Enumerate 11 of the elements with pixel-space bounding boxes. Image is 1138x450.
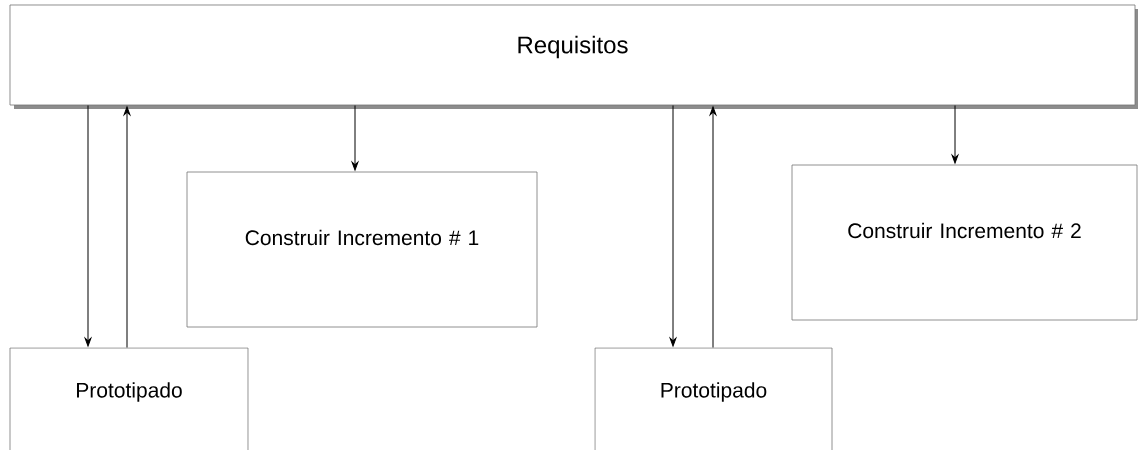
process-box: Construir Incremento # 2 [791,164,1138,321]
process-box: Prototipado [9,347,249,450]
process-box: Construir Incremento # 1 [186,171,538,328]
header-box: Requisitos [9,4,1138,109]
arrow [84,104,92,347]
arrow [123,106,131,349]
arrow [951,104,959,164]
arrow [709,106,717,349]
arrow [669,104,677,347]
process-box: Prototipado [594,347,833,450]
arrow [351,104,359,171]
